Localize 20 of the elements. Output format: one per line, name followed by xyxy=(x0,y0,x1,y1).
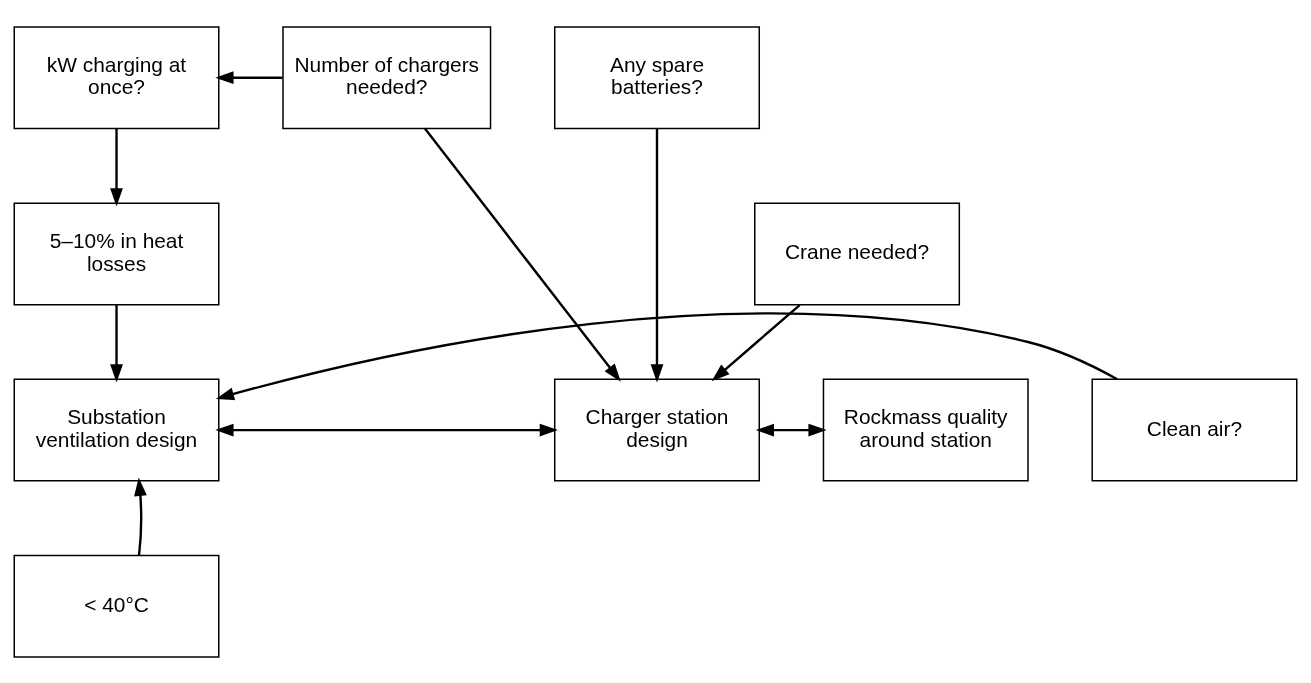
node-box: Crane needed? xyxy=(754,201,961,305)
arrow xyxy=(755,423,827,436)
arrow xyxy=(215,312,1118,400)
arrow xyxy=(423,127,621,382)
node-box: < 40°C xyxy=(13,554,220,658)
node-box: Number of chargers needed? xyxy=(282,25,492,129)
node-box: Substation ventilation design xyxy=(13,378,220,482)
arrow xyxy=(110,128,123,206)
arrow xyxy=(215,423,558,436)
node-box: 5–10% in heat losses xyxy=(13,201,220,305)
arrow xyxy=(110,304,123,383)
arrow xyxy=(650,128,664,383)
arrow xyxy=(134,477,147,555)
node-box: Charger station design xyxy=(553,378,760,482)
arrow xyxy=(215,70,283,84)
node-box: kW charging at once? xyxy=(13,25,220,129)
arrow xyxy=(711,303,801,381)
node-box: Clean air? xyxy=(1091,378,1298,482)
node-box: Any spare batteries? xyxy=(553,25,760,129)
node-box: Rockmass quality around station xyxy=(822,378,1029,482)
